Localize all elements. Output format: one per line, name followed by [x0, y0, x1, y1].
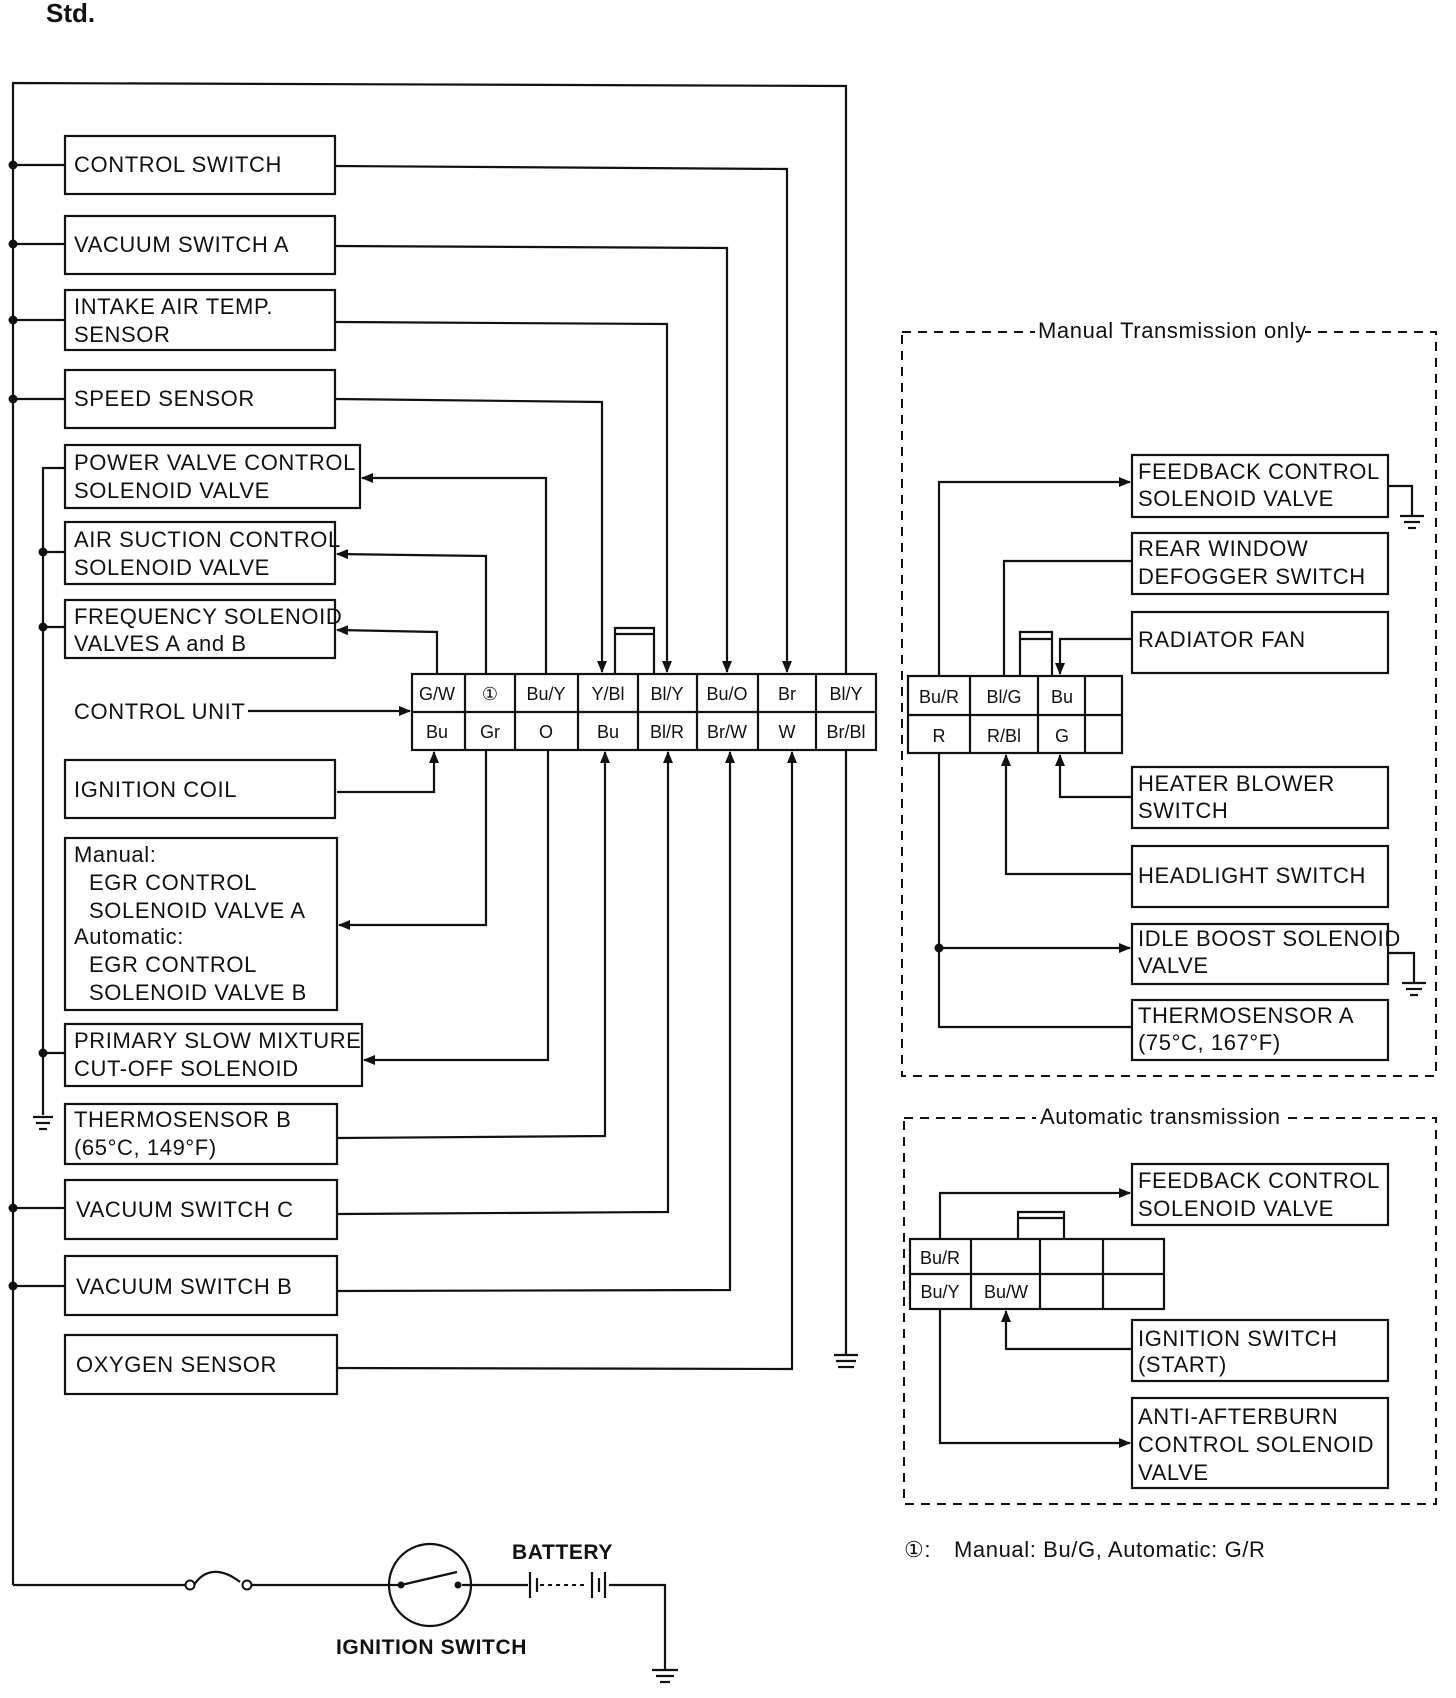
thermosensor-a-label-2: (75°C, 167°F): [1138, 1030, 1281, 1055]
manual-transmission-section: Manual Transmission only FEEDBACK CONTRO…: [901, 318, 1437, 1077]
conn-main-top-8: Bl/Y: [829, 684, 862, 704]
conn-main-bottom-2: Gr: [480, 722, 500, 742]
egr-label-2: EGR CONTROL: [89, 870, 257, 895]
connector-main-labels: G/W ① Bu/Y Y/Bl Bl/Y Bu/O Br Bl/Y Bu Gr …: [419, 684, 866, 742]
frequency-solenoid-label-2: VALVES A and B: [74, 631, 247, 656]
ignition-start-label-1: IGNITION SWITCH: [1138, 1326, 1338, 1351]
vacuum-switch-c-label: VACUUM SWITCH C: [76, 1197, 294, 1222]
egr-label-4: Automatic:: [74, 924, 184, 949]
thermosensor-b-label-1: THERMOSENSOR B: [74, 1107, 291, 1132]
control-unit-label: CONTROL UNIT: [74, 699, 245, 724]
egr-label-5: EGR CONTROL: [89, 952, 257, 977]
thermosensor-a-label-1: THERMOSENSOR A: [1138, 1003, 1354, 1028]
manual-section-label: Manual Transmission only: [1038, 318, 1307, 343]
conn-main-top-5: Bl/Y: [650, 684, 683, 704]
conn-manual-bottom-3: G: [1055, 726, 1069, 746]
anti-afterburn-label-1: ANTI-AFTERBURN: [1138, 1404, 1338, 1429]
intake-air-temp-label-1: INTAKE AIR TEMP.: [74, 294, 273, 319]
conn-manual-bottom-2: R/Bl: [987, 726, 1021, 746]
vacuum-switch-a-label: VACUUM SWITCH A: [74, 232, 289, 257]
left-components: [63, 134, 364, 1396]
control-switch-label: CONTROL SWITCH: [74, 152, 282, 177]
conn-manual-bottom-1: R: [933, 726, 946, 746]
auto-section-label: Automatic transmission: [1040, 1104, 1281, 1129]
conn-auto-bottom-1: Bu/Y: [920, 1282, 959, 1302]
egr-label-1: Manual:: [74, 842, 156, 867]
footnote-text: Manual: Bu/G, Automatic: G/R: [954, 1537, 1265, 1562]
primary-slow-label-1: PRIMARY SLOW MIXTURE: [74, 1028, 361, 1053]
air-suction-label-1: AIR SUCTION CONTROL: [74, 527, 341, 552]
conn-auto-top-1: Bu/R: [920, 1248, 960, 1268]
heater-blower-label-2: SWITCH: [1138, 798, 1228, 823]
power-taps: [8, 160, 65, 1291]
battery-symbol: [528, 1572, 678, 1684]
conn-main-top-6: Bu/O: [706, 684, 747, 704]
power-valve-label-1: POWER VALVE CONTROL: [74, 450, 356, 475]
battery-label: BATTERY: [512, 1541, 613, 1564]
conn-auto-bottom-2: Bu/W: [984, 1282, 1028, 1302]
oxygen-sensor-label: OXYGEN SENSOR: [76, 1352, 277, 1377]
conn-main-top-1: G/W: [419, 684, 455, 704]
ignition-start-label-2: (START): [1138, 1352, 1227, 1377]
headlight-label: HEADLIGHT SWITCH: [1138, 863, 1366, 888]
feedback-manual-label-2: SOLENOID VALVE: [1138, 486, 1334, 511]
conn-main-top-2: ①: [482, 684, 498, 704]
idle-boost-label-1: IDLE BOOST SOLENOID: [1138, 926, 1401, 951]
heater-blower-label-1: HEATER BLOWER: [1138, 771, 1335, 796]
ignition-coil-label: IGNITION COIL: [74, 777, 237, 802]
rear-window-label-2: DEFOGGER SWITCH: [1138, 564, 1366, 589]
conn-main-bottom-6: Br/W: [707, 722, 747, 742]
ground-bus: [33, 466, 65, 1131]
thermosensor-b-label-2: (65°C, 149°F): [74, 1135, 217, 1160]
conn-main-top-3: Bu/Y: [526, 684, 565, 704]
conn-main-bottom-5: Bl/R: [650, 722, 684, 742]
feedback-auto-label-2: SOLENOID VALVE: [1138, 1196, 1334, 1221]
conn-main-bottom-3: O: [539, 722, 553, 742]
ignition-switch-symbol: [387, 1542, 528, 1628]
conn-manual-top-2: Bl/G: [986, 687, 1021, 707]
conn-main-bottom-4: Bu: [597, 722, 619, 742]
page-title: Std.: [46, 0, 95, 28]
power-valve-label-2: SOLENOID VALVE: [74, 478, 270, 503]
egr-label-3: SOLENOID VALVE A: [89, 898, 306, 923]
primary-slow-label-2: CUT-OFF SOLENOID: [74, 1056, 299, 1081]
radiator-fan-label: RADIATOR FAN: [1138, 627, 1306, 652]
conn-manual-top-3: Bu: [1051, 687, 1073, 707]
ignition-switch-label: IGNITION SWITCH: [336, 1636, 527, 1659]
conn-main-bottom-1: Bu: [426, 722, 448, 742]
conn-manual-top-1: Bu/R: [919, 687, 959, 707]
vacuum-switch-b-label: VACUUM SWITCH B: [76, 1274, 292, 1299]
frequency-solenoid-label-1: FREQUENCY SOLENOID: [74, 604, 342, 629]
rear-window-label-1: REAR WINDOW: [1138, 536, 1308, 561]
conn-main-bottom-7: W: [779, 722, 796, 742]
signal-wires: [248, 164, 797, 1371]
control-unit-connector: [410, 626, 878, 752]
anti-afterburn-label-3: VALVE: [1138, 1460, 1209, 1485]
footnote-marker: ①:: [904, 1537, 931, 1562]
conn-main-bottom-8: Br/Bl: [826, 722, 865, 742]
feedback-auto-label-1: FEEDBACK CONTROL: [1138, 1168, 1380, 1193]
egr-label-6: SOLENOID VALVE B: [89, 980, 307, 1005]
air-suction-label-2: SOLENOID VALVE: [74, 555, 270, 580]
intake-air-temp-label-2: SENSOR: [74, 322, 171, 347]
main-ground-symbol: [834, 1353, 858, 1369]
idle-boost-label-2: VALVE: [1138, 953, 1209, 978]
feedback-manual-label-1: FEEDBACK CONTROL: [1138, 459, 1380, 484]
anti-afterburn-label-2: CONTROL SOLENOID: [1138, 1432, 1374, 1457]
speed-sensor-label: SPEED SENSOR: [74, 386, 255, 411]
conn-main-top-7: Br: [778, 684, 796, 704]
conn-main-top-4: Y/Bl: [591, 684, 624, 704]
automatic-transmission-section: Automatic transmission FEEDBACK CONTROL …: [903, 1104, 1437, 1505]
